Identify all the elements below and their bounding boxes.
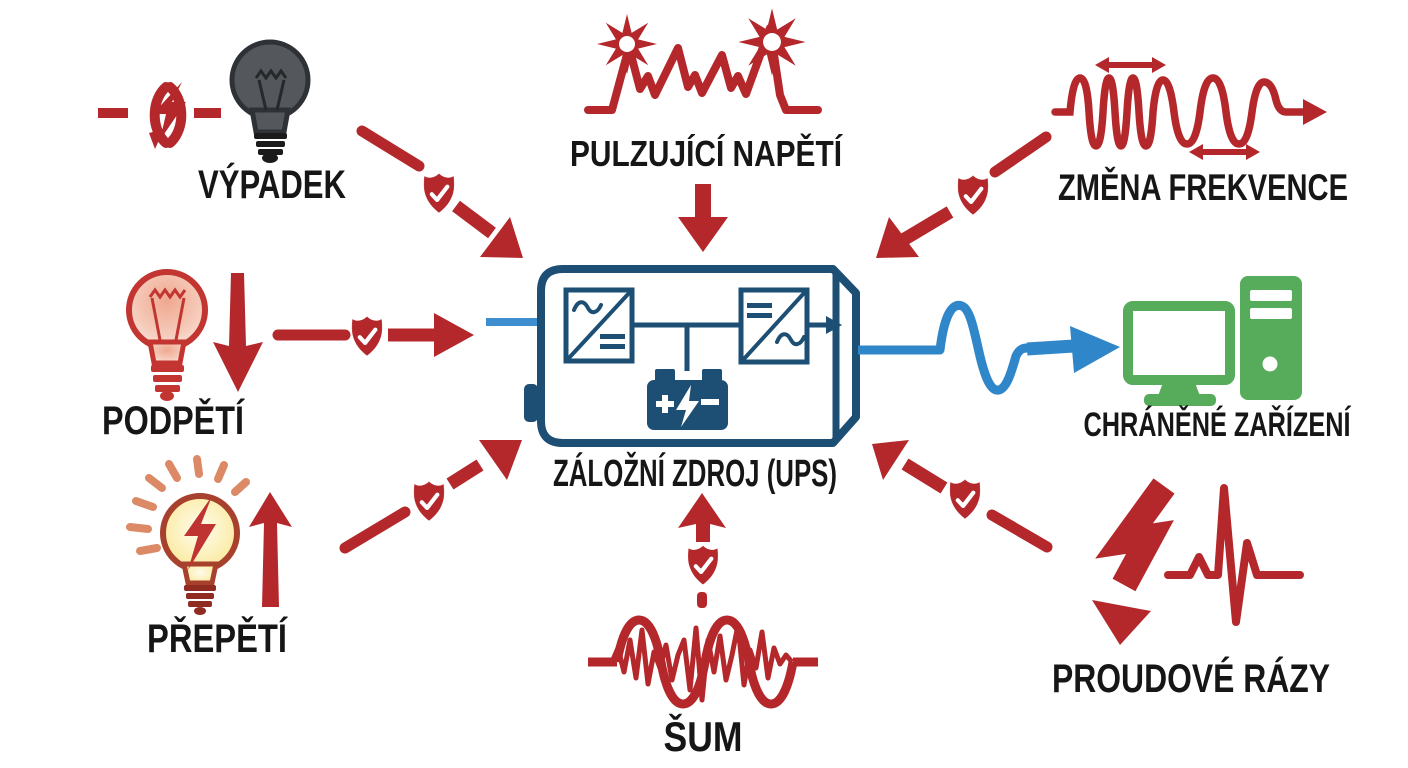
dark-bulb-icon bbox=[229, 39, 311, 163]
threat-podpeti-label: PODPĚTÍ bbox=[102, 397, 245, 443]
arrow-zmena-to-ups bbox=[876, 131, 1052, 258]
dim-bulb-icon bbox=[126, 269, 208, 401]
bright-bulb-icon bbox=[160, 493, 240, 615]
glow-rays-icon bbox=[126, 455, 250, 555]
computer-tower-icon bbox=[1240, 276, 1302, 400]
voltage-rise-arrow-icon bbox=[249, 492, 292, 607]
voltage-drop-arrow-icon bbox=[213, 273, 263, 392]
threat-proudove-label: PROUDOVÉ RÁZY bbox=[1052, 656, 1330, 701]
shield-check-icon bbox=[414, 482, 444, 521]
monitor-icon bbox=[1123, 301, 1235, 406]
frequency-change-wave-icon bbox=[1051, 57, 1327, 160]
shield-check-icon bbox=[424, 174, 454, 213]
down-arrow-icon bbox=[678, 184, 728, 252]
blue-output-arrow-icon bbox=[1070, 326, 1120, 373]
threat-vypadek: VÝPADEK bbox=[98, 39, 346, 207]
threat-zmena-label: ZMĚNA FREKVENCE bbox=[1058, 166, 1348, 208]
arrow-podpeti-to-ups bbox=[272, 313, 474, 357]
threat-prepeti-label: PŘEPĚTÍ bbox=[147, 615, 288, 661]
ups-side-tab bbox=[524, 384, 538, 422]
rectifier-box-icon bbox=[563, 287, 635, 364]
arrow-sum-to-ups bbox=[678, 493, 726, 608]
threat-podpeti: PODPĚTÍ bbox=[102, 269, 263, 443]
internal-output-arrow-icon bbox=[807, 316, 842, 334]
battery-bolt-icon bbox=[676, 385, 699, 427]
surge-spike-wave-icon bbox=[1164, 484, 1304, 626]
arrow-prepeti-to-ups bbox=[339, 440, 522, 554]
power-cut-icon bbox=[98, 82, 221, 149]
threat-pulzujici-label: PULZUJÍCÍ NAPĚTÍ bbox=[570, 132, 843, 174]
double-arrow-icon bbox=[1095, 57, 1166, 73]
arrow-proudove-to-ups bbox=[872, 440, 1053, 553]
protected-device: CHRÁNĚNÉ ZAŘÍZENÍ bbox=[858, 276, 1352, 444]
noise-wave-icon bbox=[588, 615, 818, 709]
threat-pulzujici-napeti: PULZUJÍCÍ NAPĚTÍ bbox=[570, 8, 843, 174]
protected-device-label: CHRÁNĚNÉ ZAŘÍZENÍ bbox=[1084, 406, 1352, 444]
clean-power-wave-icon bbox=[858, 300, 1120, 395]
arrow-pulzujici-to-ups bbox=[678, 184, 728, 252]
shield-check-icon bbox=[950, 480, 980, 519]
threat-proudove-razy: PROUDOVÉ RÁZY bbox=[1052, 478, 1330, 701]
shield-check-icon bbox=[958, 176, 988, 215]
shield-check-icon bbox=[352, 317, 382, 356]
ups-device: ZÁLOŽNÍ ZDROJ (UPS) bbox=[486, 265, 860, 495]
threat-sum: ŠUM bbox=[588, 615, 818, 760]
threat-prepeti: PŘEPĚTÍ bbox=[126, 455, 292, 661]
shield-check-icon bbox=[688, 546, 718, 585]
threat-sum-label: ŠUM bbox=[664, 712, 743, 760]
spark-burst-icon bbox=[738, 8, 806, 76]
pulsing-voltage-wave-icon bbox=[584, 8, 822, 114]
threat-zmena-frekvence: ZMĚNA FREKVENCE bbox=[1051, 57, 1348, 208]
inverter-box-icon bbox=[738, 287, 810, 365]
threat-vypadek-label: VÝPADEK bbox=[198, 161, 346, 207]
surge-bolt-icon bbox=[1092, 478, 1175, 645]
double-arrow-icon bbox=[1189, 144, 1260, 160]
spark-burst-icon bbox=[597, 14, 657, 74]
arrow-vypadek-to-ups bbox=[356, 125, 523, 258]
ups-label: ZÁLOŽNÍ ZDROJ (UPS) bbox=[553, 451, 837, 495]
lightning-bolt-icon bbox=[184, 496, 216, 570]
battery-icon bbox=[647, 369, 728, 430]
